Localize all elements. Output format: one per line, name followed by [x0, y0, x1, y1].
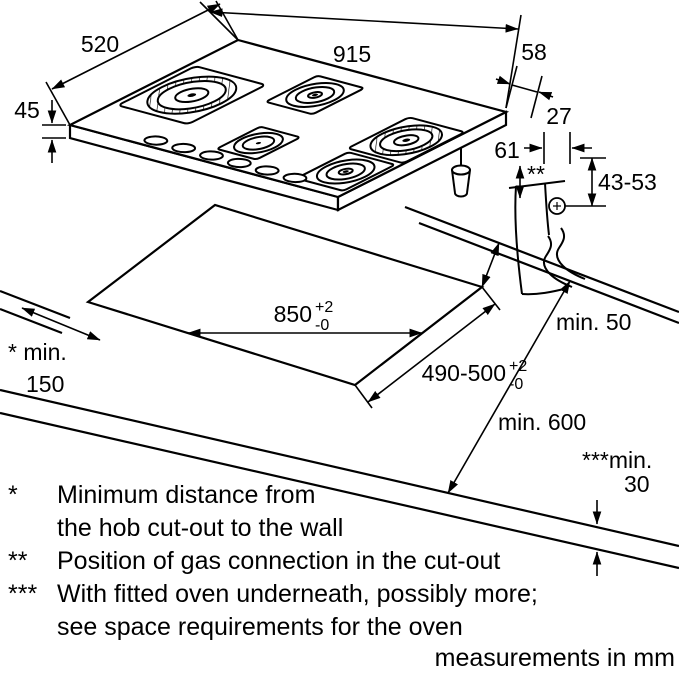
dim-min-front: ***min. 30: [582, 447, 652, 576]
dim-label-edge-offset: 58: [521, 39, 547, 65]
burner-front-centre: [296, 152, 395, 191]
knob: [251, 165, 283, 177]
worktop-front-edge-bottom: [0, 411, 679, 570]
wall-back-line-outer: [404, 205, 679, 314]
footnote-2-line-1: Position of gas connection in the cut-ou…: [57, 547, 500, 575]
burner-small-centre: [217, 127, 301, 160]
knob: [196, 150, 228, 162]
knob: [168, 142, 200, 154]
dim-hob-height-45: 45: [14, 97, 66, 163]
burner-back-centre: [266, 76, 365, 115]
dim-label-min-side-wall-2: 150: [26, 371, 64, 397]
gas-connection-detail: 27 61 ** 43-53: [494, 103, 657, 296]
knob: [223, 157, 255, 169]
dim-label-cutout-width-sub: -0: [315, 317, 329, 334]
dim-label-min-front-1: ***min.: [582, 447, 652, 473]
dim-label-hob-depth: 520: [81, 31, 119, 57]
dim-label-min-side-wall-1: * min.: [8, 339, 67, 365]
dim-edge-offset-58: 58: [495, 39, 554, 119]
dim-hob-width-915: 915: [199, 1, 522, 109]
knob: [279, 172, 311, 184]
dim-cutout-width: 850 +2 -0: [187, 299, 423, 338]
dim-label-min-front-2: 30: [624, 471, 650, 497]
detail-right-contour: [544, 182, 550, 236]
dim-label-hob-height: 45: [14, 97, 40, 123]
dim-min-worktop-depth: min. 600: [447, 280, 586, 494]
detail-left-contour: [514, 185, 523, 295]
gas-inlet-fitting: [451, 148, 471, 198]
dim-label-gas-offset-x: 27: [546, 103, 572, 129]
footnotes: * Minimum distance from the hob cut-out …: [8, 481, 675, 672]
dim-label-min-worktop-depth: min. 600: [498, 409, 586, 435]
footnote-1-marker: *: [8, 481, 18, 509]
burner-right-large: [348, 117, 465, 163]
gas-marker-asterisks: **: [527, 161, 545, 187]
dim-label-min-back-wall: min. 50: [556, 309, 631, 335]
break-line: [542, 235, 573, 288]
break-line: [555, 227, 586, 280]
footnote-1-line-1: Minimum distance from: [57, 481, 315, 509]
dim-min-side-wall: * min. 150: [8, 307, 101, 397]
dim-gas-depth-range: 43-53: [580, 157, 657, 207]
worktop-front-edge-top: [0, 388, 679, 548]
footnote-2-marker: **: [8, 547, 28, 575]
footnote-3-marker: ***: [8, 580, 37, 608]
dim-gas-offset-x: 27: [524, 103, 592, 164]
dim-label-cutout-width-sup: +2: [315, 299, 333, 316]
dim-label-gas-depth-range: 43-53: [598, 169, 657, 195]
footnote-3-line-1: With fitted oven underneath, possibly mo…: [57, 580, 538, 608]
dim-label-gas-offset-y: 61: [494, 137, 520, 163]
footnote-3-line-2: see space requirements for the oven: [57, 613, 463, 641]
control-knobs: [140, 135, 311, 184]
detail-bottom-contour: [521, 287, 569, 296]
knob: [140, 135, 172, 147]
units-note: measurements in mm: [435, 644, 675, 672]
dim-label-cutout-depth: 490-500: [422, 360, 506, 386]
hob: [66, 38, 510, 212]
dim-hob-depth-520: 520: [45, 0, 239, 126]
dim-label-hob-width: 915: [333, 41, 371, 67]
dim-label-cutout-width: 850: [274, 301, 312, 327]
footnote-1-line-2: the hob cut-out to the wall: [57, 514, 343, 542]
dim-gas-offset-y: 61: [494, 137, 525, 199]
